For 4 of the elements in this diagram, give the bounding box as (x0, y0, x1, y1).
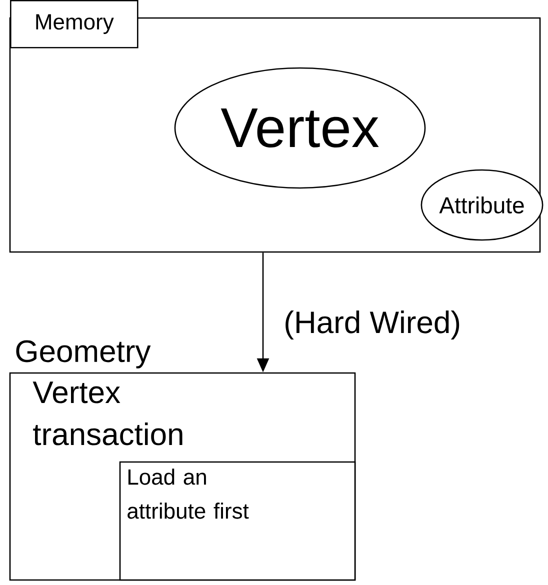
note-box: Load an attribute first (119, 461, 356, 581)
node-label: Geometry (16, 340, 151, 368)
edge-label: (Hard Wired) (282, 310, 462, 340)
node-label: Attribute (439, 196, 524, 214)
